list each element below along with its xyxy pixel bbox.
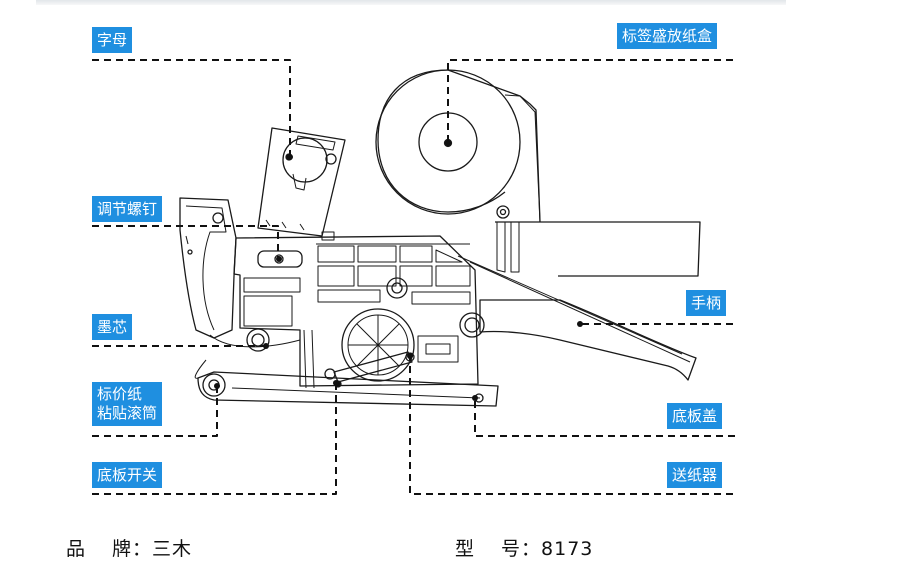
model-label-a: 型 [455, 538, 476, 560]
top-shadow-bar [36, 0, 786, 5]
model-label-b: 号 [501, 538, 522, 560]
label-base-cover: 底板盖 [667, 403, 723, 429]
brand-label-b: 牌 [112, 538, 133, 560]
label-handle: 手柄 [686, 290, 727, 316]
label-ink-core: 墨芯 [92, 314, 133, 340]
brand-value: ：三木 [132, 538, 193, 560]
adjust-screw [274, 254, 284, 264]
model-spec: 型 号：8173 [455, 534, 593, 561]
handle-pivot [459, 312, 485, 338]
type-plate-hole [325, 153, 337, 165]
label-price-roller-line2: 粘贴滚筒 [97, 404, 158, 422]
roll-housing-outline [447, 69, 541, 223]
top-rear-arm [495, 221, 701, 277]
leader-lines [92, 59, 735, 495]
leader-label-box [447, 59, 733, 142]
leader-adjust-screw [92, 225, 279, 257]
leader-price-roller [92, 387, 218, 437]
main-chassis [233, 235, 479, 387]
label-adjust-screw: 调节螺钉 [92, 196, 163, 222]
label-price-roller-line1: 标价纸 [97, 385, 143, 403]
leader-endpoints [214, 140, 583, 401]
adjust-screw-slot [257, 250, 303, 268]
label-base-switch: 底板开关 [92, 462, 163, 488]
label-letters: 字母 [92, 27, 133, 53]
leader-letters [92, 59, 291, 155]
leader-base-cover [474, 399, 735, 437]
brand-label-a: 品 [66, 538, 87, 560]
left-frame [179, 197, 237, 339]
feed-roller-top [386, 277, 408, 299]
roll-outer-arc [377, 69, 506, 213]
feeder-wheel [341, 308, 415, 382]
price-label-roller [202, 373, 226, 397]
feeder-arm [333, 351, 413, 383]
left-frame-pivot [212, 212, 224, 224]
label-label-box: 标签盛放纸盒 [617, 23, 718, 49]
handle-body [479, 299, 697, 381]
ink-core [246, 328, 270, 352]
base-plate [197, 371, 499, 407]
leader-base-switch [92, 384, 337, 495]
rear-pivot [496, 205, 510, 219]
model-value: ：8173 [521, 538, 594, 560]
label-price-roller: 标价纸 粘贴滚筒 [92, 382, 163, 426]
label-feeder: 送纸器 [667, 462, 723, 488]
leader-feeder [409, 357, 733, 495]
brand-spec: 品 牌：三木 [66, 534, 192, 561]
machine-drawing [179, 69, 701, 407]
